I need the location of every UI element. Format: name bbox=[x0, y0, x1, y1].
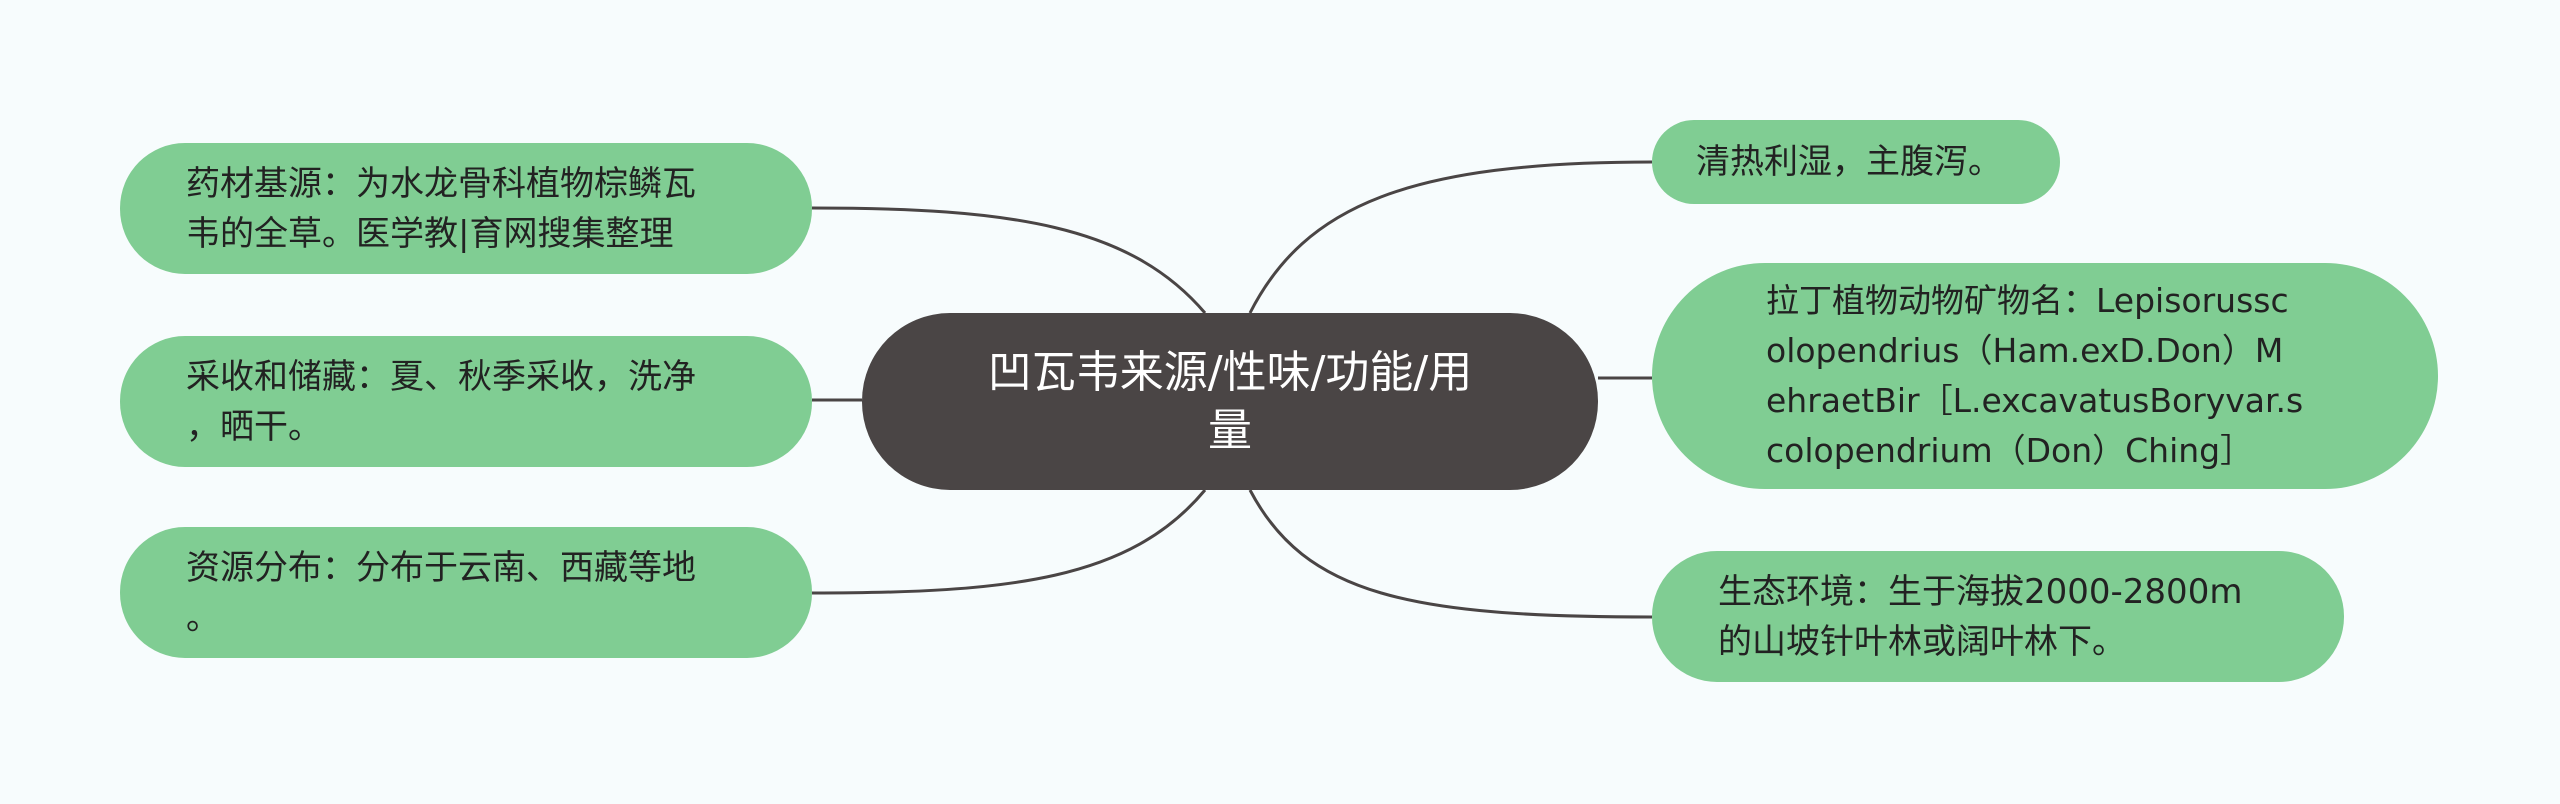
connector-distribution bbox=[811, 489, 1207, 595]
connector-function bbox=[1248, 160, 1653, 314]
central-topic-label: 凹瓦韦来源/性味/功能/用 量 bbox=[987, 346, 1473, 456]
branch-distribution-label: 资源分布：分布于云南、西藏等地 。 bbox=[186, 547, 696, 638]
branch-node-harvest[interactable]: 采收和储藏：夏、秋季采收，洗净 ，晒干。 bbox=[120, 336, 812, 467]
central-topic[interactable]: 凹瓦韦来源/性味/功能/用 量 bbox=[862, 313, 1598, 490]
branch-node-habitat[interactable]: 生态环境：生于海拔2000-2800m 的山坡针叶林或阔叶林下。 bbox=[1652, 551, 2344, 682]
branch-node-distribution[interactable]: 资源分布：分布于云南、西藏等地 。 bbox=[120, 527, 812, 658]
branch-harvest-label: 采收和储藏：夏、秋季采收，洗净 ，晒干。 bbox=[186, 356, 696, 447]
connector-habitat bbox=[1248, 489, 1653, 619]
branch-function-label: 清热利湿，主腹泻。 bbox=[1696, 142, 2002, 182]
branch-source-label: 药材基源：为水龙骨科植物棕鳞瓦 韦的全草。医学教|育网搜集整理 bbox=[186, 163, 696, 254]
branch-habitat-label: 生态环境：生于海拔2000-2800m 的山坡针叶林或阔叶林下。 bbox=[1718, 571, 2243, 662]
branch-latin-label: 拉丁植物动物矿物名：Lepisorussc olopendrius（Ham.ex… bbox=[1766, 281, 2304, 470]
connector-source bbox=[811, 206, 1207, 314]
branch-node-latin-name[interactable]: 拉丁植物动物矿物名：Lepisorussc olopendrius（Ham.ex… bbox=[1652, 263, 2438, 489]
branch-node-source[interactable]: 药材基源：为水龙骨科植物棕鳞瓦 韦的全草。医学教|育网搜集整理 bbox=[120, 143, 812, 274]
branch-node-function[interactable]: 清热利湿，主腹泻。 bbox=[1652, 120, 2060, 204]
